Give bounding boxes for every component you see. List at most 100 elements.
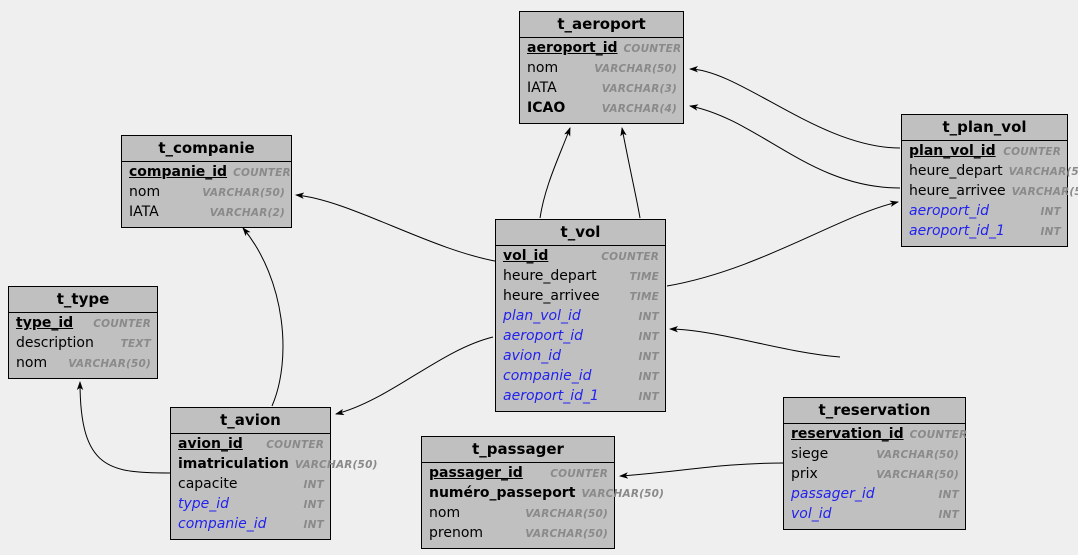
field-row[interactable]: type_id COUNTER [9,315,157,335]
field-type: VARCHAR(4) [601,103,677,115]
connector-rel-vol-avion [335,336,494,416]
field-name-type_id: type_id [16,315,74,331]
connector-rel-vol-aeroport-1 [539,127,571,219]
entity-title-t_aeroport: t_aeroport [520,12,683,38]
entity-title-t_type: t_type [9,287,157,313]
field-type: VARCHAR(50) [876,469,959,481]
field-row[interactable]: heure_depart VARCHAR(50) [902,163,1078,183]
field-name-heure_arrivee: heure_arrivee [909,183,1006,199]
field-name-aeroport_id: aeroport_id [909,203,989,219]
field-row[interactable]: ICAO VARCHAR(4) [520,100,683,120]
field-type: COUNTER [623,43,682,55]
field-name-reservation_id: reservation_id [791,426,904,442]
field-name-companie_id: companie_id [503,368,592,384]
field-name-plan_vol_id: plan_vol_id [503,308,581,324]
field-name-companie_id: companie_id [129,164,228,180]
field-name-numéro_passeport: numéro_passeport [429,485,576,501]
field-type: VARCHAR(50) [876,449,959,461]
field-row[interactable]: companie_id INT [496,368,665,388]
field-type: INT [303,479,324,491]
field-type: INT [938,489,959,501]
field-type: INT [638,371,659,383]
entity-title-t_passager: t_passager [422,437,614,463]
field-type: COUNTER [93,318,151,330]
field-name-capacite: capacite [178,476,238,492]
field-name-ICAO: ICAO [527,100,566,116]
connector-rel-reservation-vol [669,325,841,358]
field-name-heure_arrivee: heure_arrivee [503,288,600,304]
field-name-prix: prix [791,466,818,482]
field-row[interactable]: capacite INT [171,476,330,496]
connector-rel-avion-type [76,381,171,474]
field-row[interactable]: prix VARCHAR(50) [784,466,965,486]
field-name-heure_depart: heure_depart [909,163,1003,179]
connector-rel-reservation-passager [619,462,785,479]
field-type: INT [638,331,659,343]
field-name-siege: siege [791,446,829,462]
field-type: VARCHAR(2) [209,207,285,219]
field-name-vol_id: vol_id [791,506,832,522]
entity-title-t_plan_vol: t_plan_vol [902,115,1067,141]
entity-title-t_vol: t_vol [496,220,665,246]
field-name-nom: nom [129,184,161,200]
field-type: VARCHAR(50) [1008,166,1078,178]
field-type: VARCHAR(3) [601,83,677,95]
field-name-plan_vol_id: plan_vol_id [909,143,996,159]
field-name-type_id: type_id [178,496,230,512]
field-name-vol_id: vol_id [503,248,549,264]
connector-rel-vol-companie [295,192,501,263]
connector-rel-planvol-aeroport-2 [689,104,901,189]
field-type: VARCHAR(50) [294,459,378,471]
field-type: COUNTER [266,439,324,451]
field-type: VARCHAR(50) [68,358,151,370]
field-type: TEXT [120,338,151,350]
field-name-passager_id: passager_id [429,465,523,481]
field-name-aeroport_id_1: aeroport_id_1 [503,388,599,404]
field-row[interactable]: siege VARCHAR(50) [784,446,965,466]
